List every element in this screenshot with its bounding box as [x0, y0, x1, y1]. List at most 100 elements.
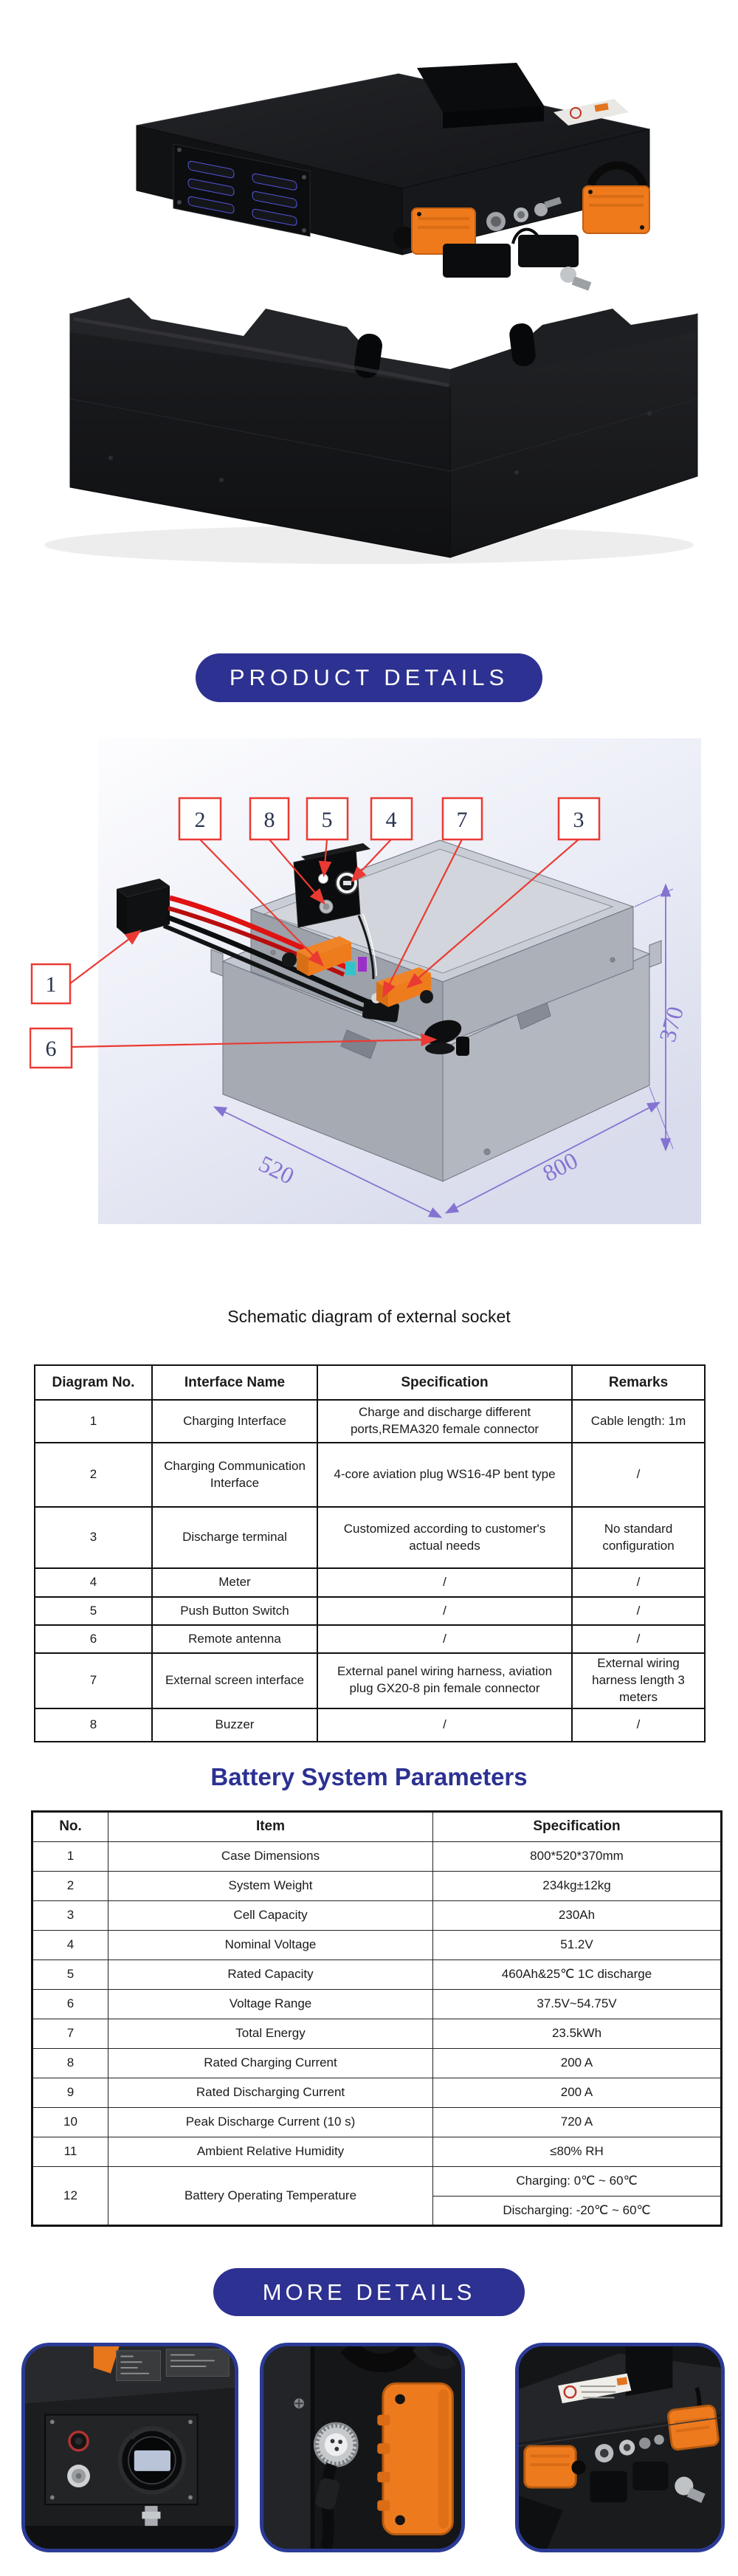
- cell-no: 10: [32, 2107, 108, 2137]
- cell-item: Nominal Voltage: [108, 1930, 433, 1960]
- round-connectors: [486, 196, 562, 231]
- cell-spec: /: [317, 1596, 573, 1626]
- table-row: 3 Cell Capacity 230Ah: [32, 1900, 722, 1931]
- table-row: 4 Nominal Voltage 51.2V: [32, 1930, 722, 1960]
- comm-interface-teal: [345, 962, 356, 975]
- col-header-remarks: Remarks: [571, 1364, 706, 1401]
- table-row: 4 Meter / /: [34, 1567, 706, 1598]
- svg-text:4: 4: [386, 808, 397, 832]
- cell-no: 8: [32, 2048, 108, 2078]
- cell-spec: 460Ah&25℃ 1C discharge: [432, 1960, 722, 1990]
- side-connectors-photo: [519, 2346, 721, 2549]
- cell-spec: /: [317, 1707, 573, 1742]
- cell-spec: 720 A: [432, 2107, 722, 2137]
- black-tower: [625, 2346, 673, 2397]
- cell-spec: 234kg±12kg: [432, 1871, 722, 1901]
- table-row: 7 External screen interface External pan…: [34, 1652, 706, 1709]
- table-row: 6 Remote antenna / /: [34, 1624, 706, 1654]
- battery-params-table: No. Item Specification 1 Case Dimensions…: [31, 1810, 723, 2227]
- cell-no: 2: [32, 1871, 108, 1901]
- table-row: 8 Rated Charging Current 200 A: [32, 2048, 722, 2078]
- table-row: 1 Case Dimensions 800*520*370mm: [32, 1841, 722, 1872]
- cell-no: 7: [32, 2019, 108, 2049]
- table-row: 9 Rated Discharging Current 200 A: [32, 2078, 722, 2108]
- detail-photo-aviation-plug: [260, 2343, 465, 2552]
- svg-text:6: 6: [46, 1037, 57, 1061]
- cell-name: Charging Interface: [151, 1399, 318, 1443]
- cell-item: Rated Capacity: [108, 1960, 433, 1990]
- cell-no: 4: [32, 1930, 108, 1960]
- product-details-button[interactable]: PRODUCT DETAILS: [196, 653, 542, 702]
- vent-plate: [173, 143, 311, 237]
- floor-shadow: [44, 526, 694, 564]
- detail-photo-control-panel: [21, 2343, 238, 2552]
- cell-spec: 23.5kWh: [432, 2019, 722, 2049]
- black-box: [590, 2470, 627, 2503]
- aviation-plug-photo: [263, 2346, 461, 2549]
- cell-name: External screen interface: [151, 1652, 318, 1709]
- cell-no: 8: [34, 1707, 153, 1742]
- svg-text:8: 8: [264, 808, 275, 832]
- cell-name: Charging Communication Interface: [151, 1442, 318, 1508]
- cell-spec: 200 A: [432, 2048, 722, 2078]
- cell-spec: 51.2V: [432, 1930, 722, 1960]
- round-panel-connectors: [595, 2434, 664, 2463]
- cable-hose: [340, 2346, 420, 2373]
- cell-item: Case Dimensions: [108, 1841, 433, 1872]
- table-row: 2 Charging Communication Interface 4-cor…: [34, 1442, 706, 1508]
- table-header-row: Diagram No. Interface Name Specification…: [34, 1364, 706, 1401]
- warning-label: [554, 99, 629, 126]
- weld-seam: [73, 317, 449, 388]
- black-box: [632, 2462, 669, 2490]
- cell-item: Rated Discharging Current: [108, 2078, 433, 2108]
- cell-item: Peak Discharge Current (10 s): [108, 2107, 433, 2137]
- table-row: 6 Voltage Range 37.5V~54.75V: [32, 1989, 722, 2019]
- orange-connector-right: [582, 161, 650, 234]
- spec-label-plates: [116, 2349, 230, 2381]
- callout-5: 5: [306, 797, 349, 841]
- dimension-lines: [213, 883, 674, 1218]
- hero-battery-photo: [44, 63, 698, 564]
- top-junction-box: [417, 63, 544, 128]
- table-row: 7 Total Energy 23.5kWh: [32, 2019, 722, 2049]
- socket-spec-table: Diagram No. Interface Name Specification…: [34, 1364, 706, 1742]
- col-header-item: Item: [108, 1811, 433, 1842]
- cell-spec: External panel wiring harness, aviation …: [317, 1652, 573, 1709]
- cell-spec: /: [317, 1567, 573, 1598]
- col-header-interface-name: Interface Name: [151, 1364, 318, 1401]
- battery-params-heading: Battery System Parameters: [210, 1763, 528, 1790]
- svg-text:7: 7: [457, 808, 468, 832]
- table-row: 2 System Weight 234kg±12kg: [32, 1871, 722, 1901]
- callout-2: 2: [178, 797, 222, 841]
- cell-no: 3: [32, 1900, 108, 1931]
- more-details-button[interactable]: MORE DETAILS: [213, 2268, 525, 2316]
- table-row: Discharging: -20℃ ~ 60℃: [32, 2196, 722, 2226]
- cell-no: 3: [34, 1506, 153, 1569]
- cell-item: Total Energy: [108, 2019, 433, 2049]
- cell-no: 1: [32, 1841, 108, 1872]
- schematic-heading: Schematic diagram of external socket: [227, 1307, 511, 1326]
- cell-no: 4: [34, 1567, 153, 1598]
- cell-remarks: /: [571, 1624, 706, 1654]
- cell-name: Buzzer: [151, 1707, 318, 1742]
- cell-remarks: External wiring harness length 3 meters: [571, 1652, 706, 1709]
- harness-boxes: [443, 227, 592, 291]
- cell-spec: 230Ah: [432, 1900, 722, 1931]
- cell-spec: /: [317, 1624, 573, 1654]
- cell-remarks: /: [571, 1596, 706, 1626]
- cell-no: 5: [32, 1960, 108, 1990]
- cell-no: 2: [34, 1442, 153, 1508]
- table-row: 11 Ambient Relative Humidity ≤80% RH: [32, 2137, 722, 2167]
- cell-no: 6: [34, 1624, 153, 1654]
- cell-name: Discharge terminal: [151, 1506, 318, 1569]
- cell-spec: ≤80% RH: [432, 2137, 722, 2167]
- orange-connector-left: [523, 2445, 586, 2489]
- orange-connector-right: [667, 2404, 720, 2451]
- svg-text:5: 5: [322, 808, 333, 832]
- cell-spec: Customized according to customer's actua…: [317, 1506, 573, 1569]
- cell-item: Battery Operating Temperature: [108, 2166, 433, 2226]
- callout-6: 6: [30, 1027, 73, 1069]
- cell-name: Remote antenna: [151, 1624, 318, 1654]
- cell-no: 12: [32, 2166, 108, 2226]
